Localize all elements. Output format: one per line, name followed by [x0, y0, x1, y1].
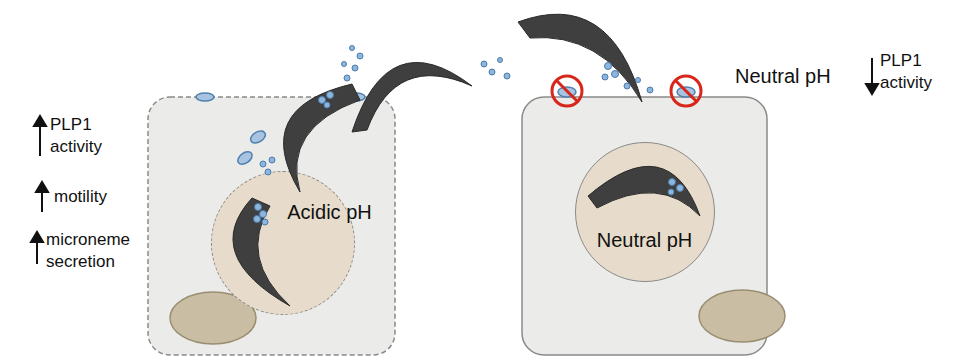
microneme-dots [254, 46, 684, 226]
host-cell [148, 97, 395, 355]
blocked-receptor [552, 76, 701, 106]
vacuole: Acidic pH [211, 171, 355, 315]
parasite [233, 14, 700, 306]
pore [196, 93, 365, 167]
annotation-label: motility [54, 186, 107, 208]
annotation-label: Neutral pH [735, 64, 831, 88]
vacuole: Neutral pH [575, 142, 715, 282]
annotation-label: microneme secretion [46, 229, 146, 273]
nucleus [699, 290, 785, 342]
annotation-label: PLP1 activity [880, 50, 950, 94]
vacuole-label: Neutral pH [597, 229, 693, 252]
annotation-label: PLP1 activity [50, 114, 130, 158]
change-arrows [31, 58, 878, 264]
vacuole-label: Acidic pH [287, 201, 371, 224]
